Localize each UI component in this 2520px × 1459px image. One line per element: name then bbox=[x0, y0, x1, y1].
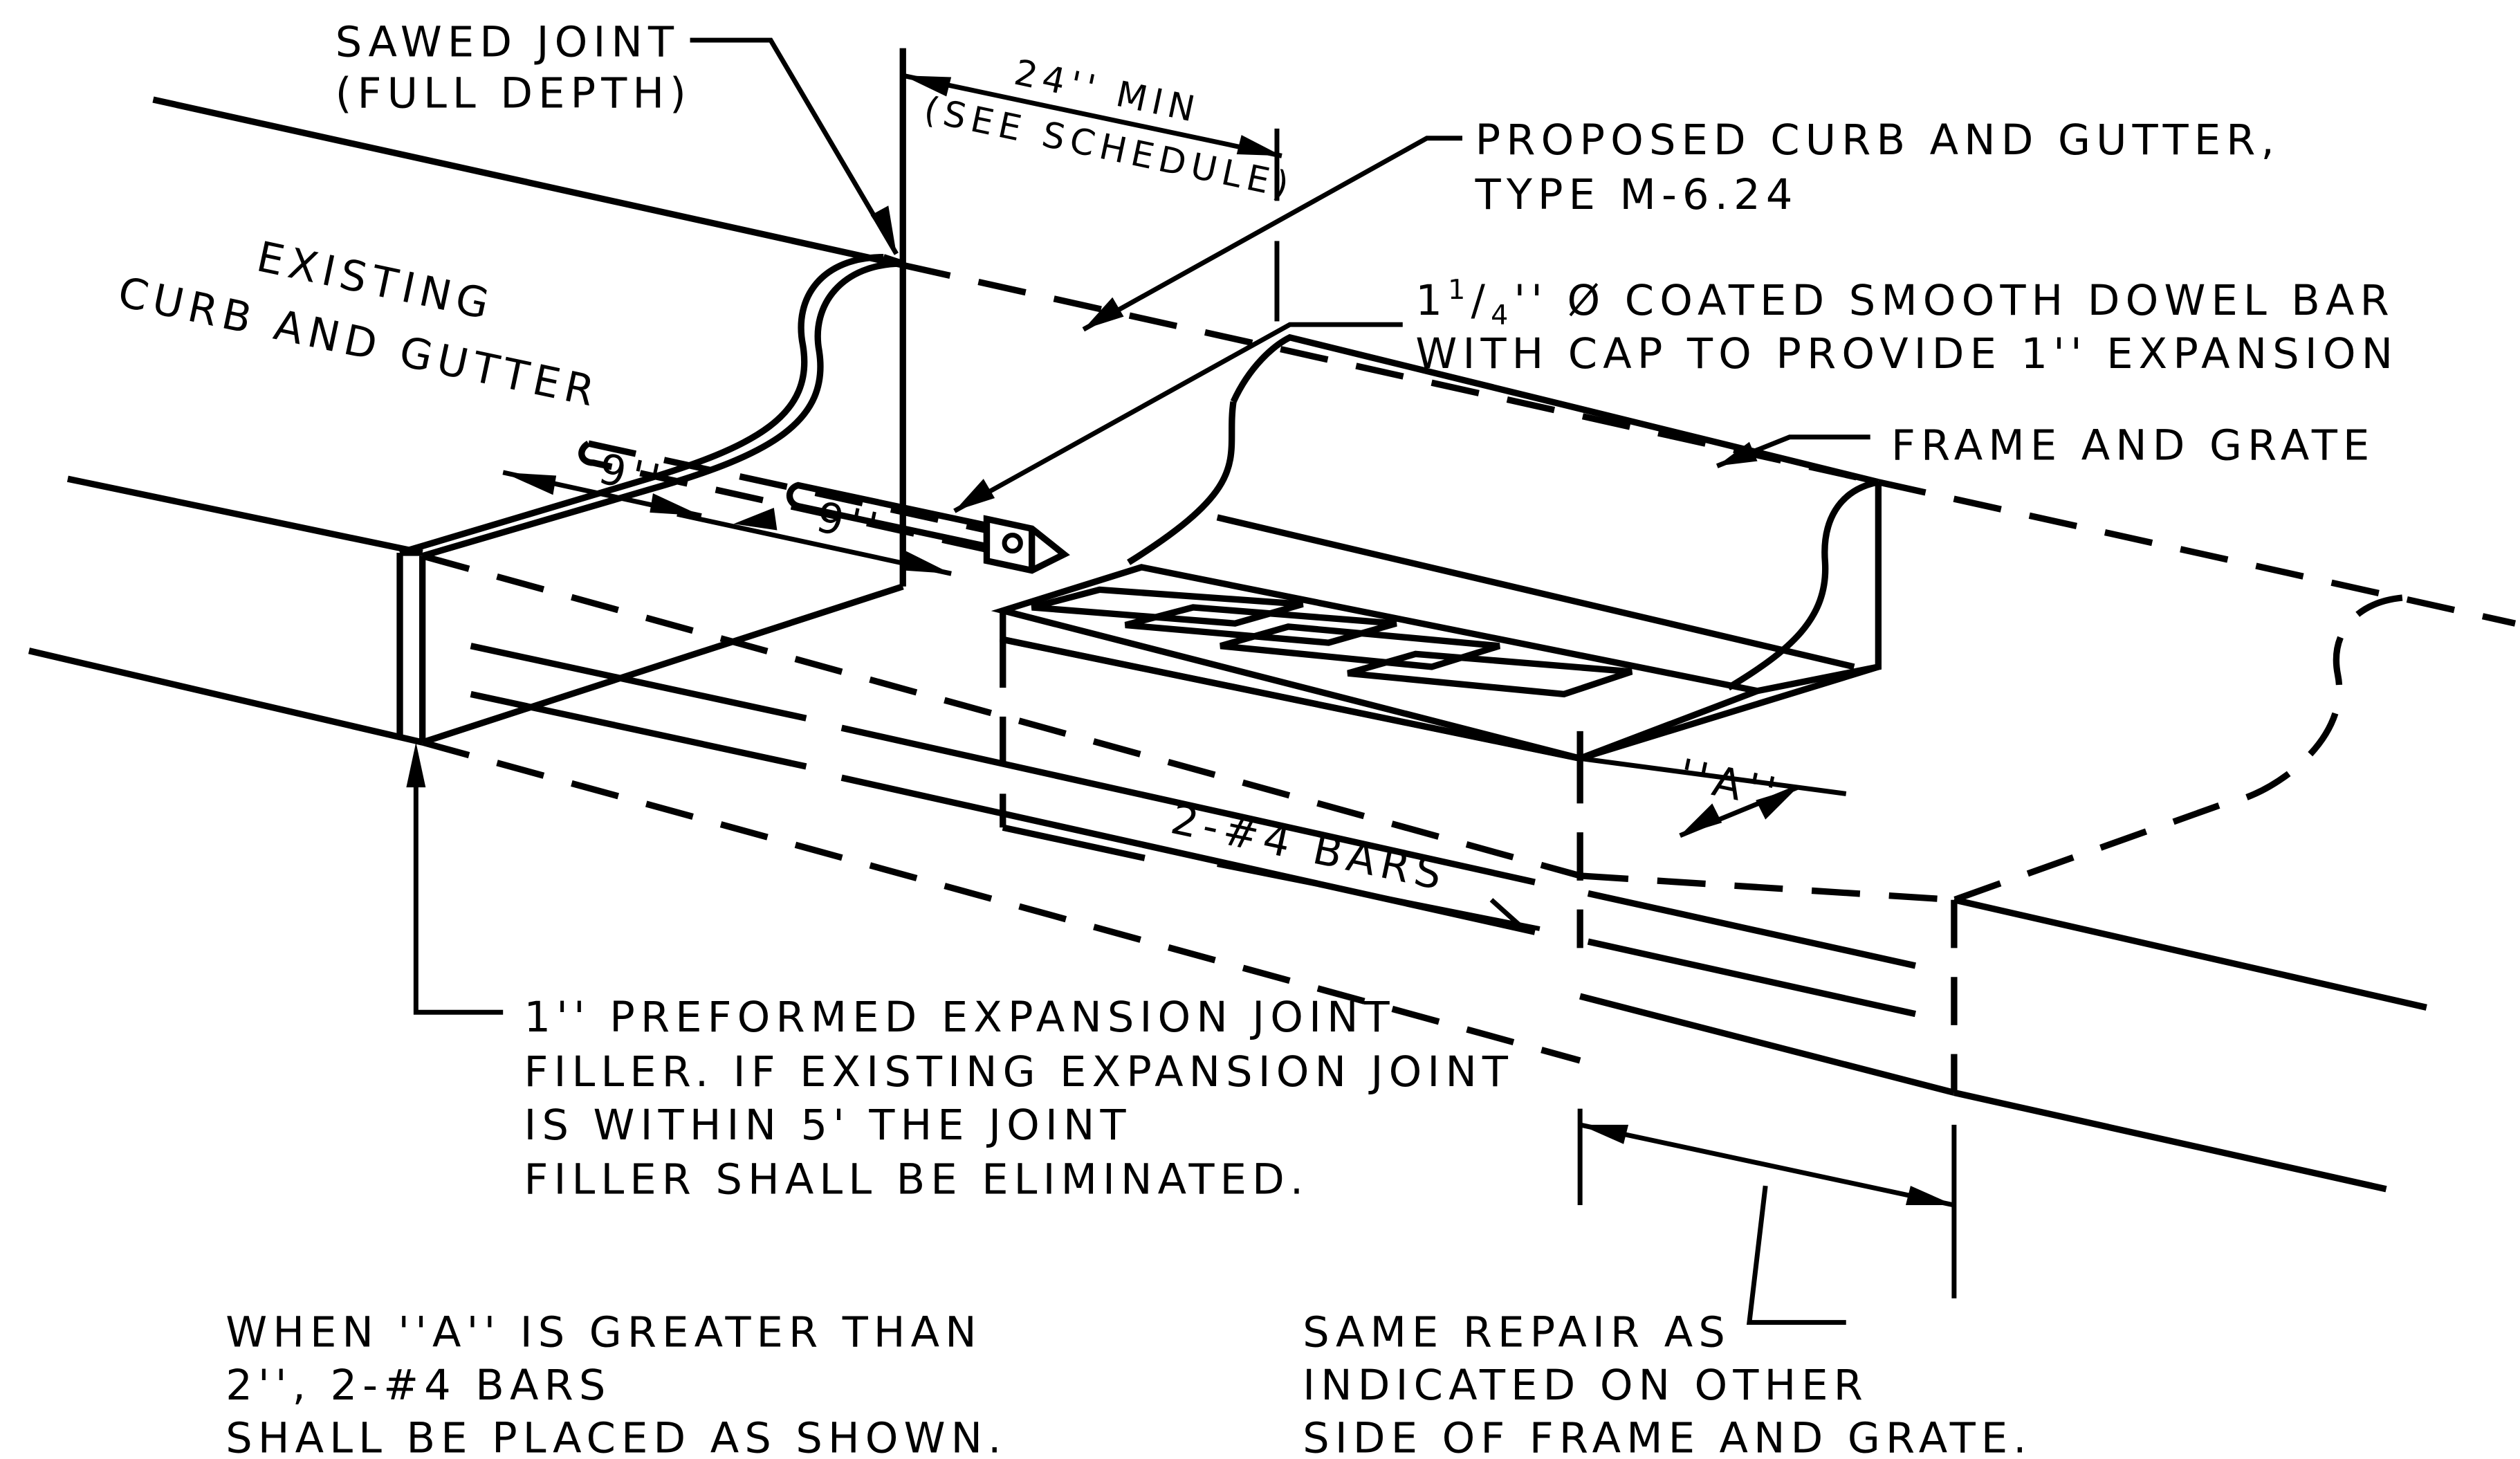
leaders bbox=[406, 37, 1870, 1325]
note-b-line-1: SAME REPAIR AS bbox=[1303, 1309, 1731, 1357]
proposed-type-label: TYPE M-6.24 bbox=[1475, 171, 1799, 219]
dowel-cap-label: WITH CAP TO PROVIDE 1'' EXPANSION bbox=[1415, 330, 2398, 378]
dimensions bbox=[502, 73, 1957, 1299]
frame-and-grate bbox=[991, 333, 2427, 1193]
frame-grate-label: FRAME AND GRATE bbox=[1891, 421, 2375, 470]
filler-line-1: 1'' PREFORMED EXPANSION JOINT bbox=[524, 993, 1395, 1042]
dowel-label: 11/4'' Ø COATED SMOOTH DOWEL BAR bbox=[1415, 274, 2394, 331]
note-a-line-3: SHALL BE PLACED AS SHOWN. bbox=[226, 1415, 1006, 1459]
dim-a-label: ''A'' bbox=[1675, 750, 1785, 818]
sawed-joint-label: SAWED JOINT bbox=[335, 18, 679, 66]
note-a-line-1: WHEN ''A'' IS GREATER THAN bbox=[226, 1309, 982, 1357]
filler-line-2: FILLER. IF EXISTING EXPANSION JOINT bbox=[524, 1048, 1514, 1096]
proposed-curb-label: PROPOSED CURB AND GUTTER, bbox=[1475, 116, 2280, 165]
filler-line-4: FILLER SHALL BE ELIMINATED. bbox=[524, 1156, 1309, 1204]
existing-curb-and-gutter bbox=[28, 48, 906, 746]
note-b-line-3: SIDE OF FRAME AND GRATE. bbox=[1303, 1415, 2032, 1459]
filler-line-3: IS WITHIN 5' THE JOINT bbox=[524, 1101, 1132, 1150]
note-a-line-2: 2'', 2-#4 BARS bbox=[226, 1361, 611, 1410]
dowel-bar bbox=[578, 440, 1070, 574]
sawed-joint-sub: (FULL DEPTH) bbox=[335, 70, 692, 118]
proposed-curb-outline bbox=[421, 261, 2517, 1064]
note-b-line-2: INDICATED ON OTHER bbox=[1303, 1361, 1868, 1410]
